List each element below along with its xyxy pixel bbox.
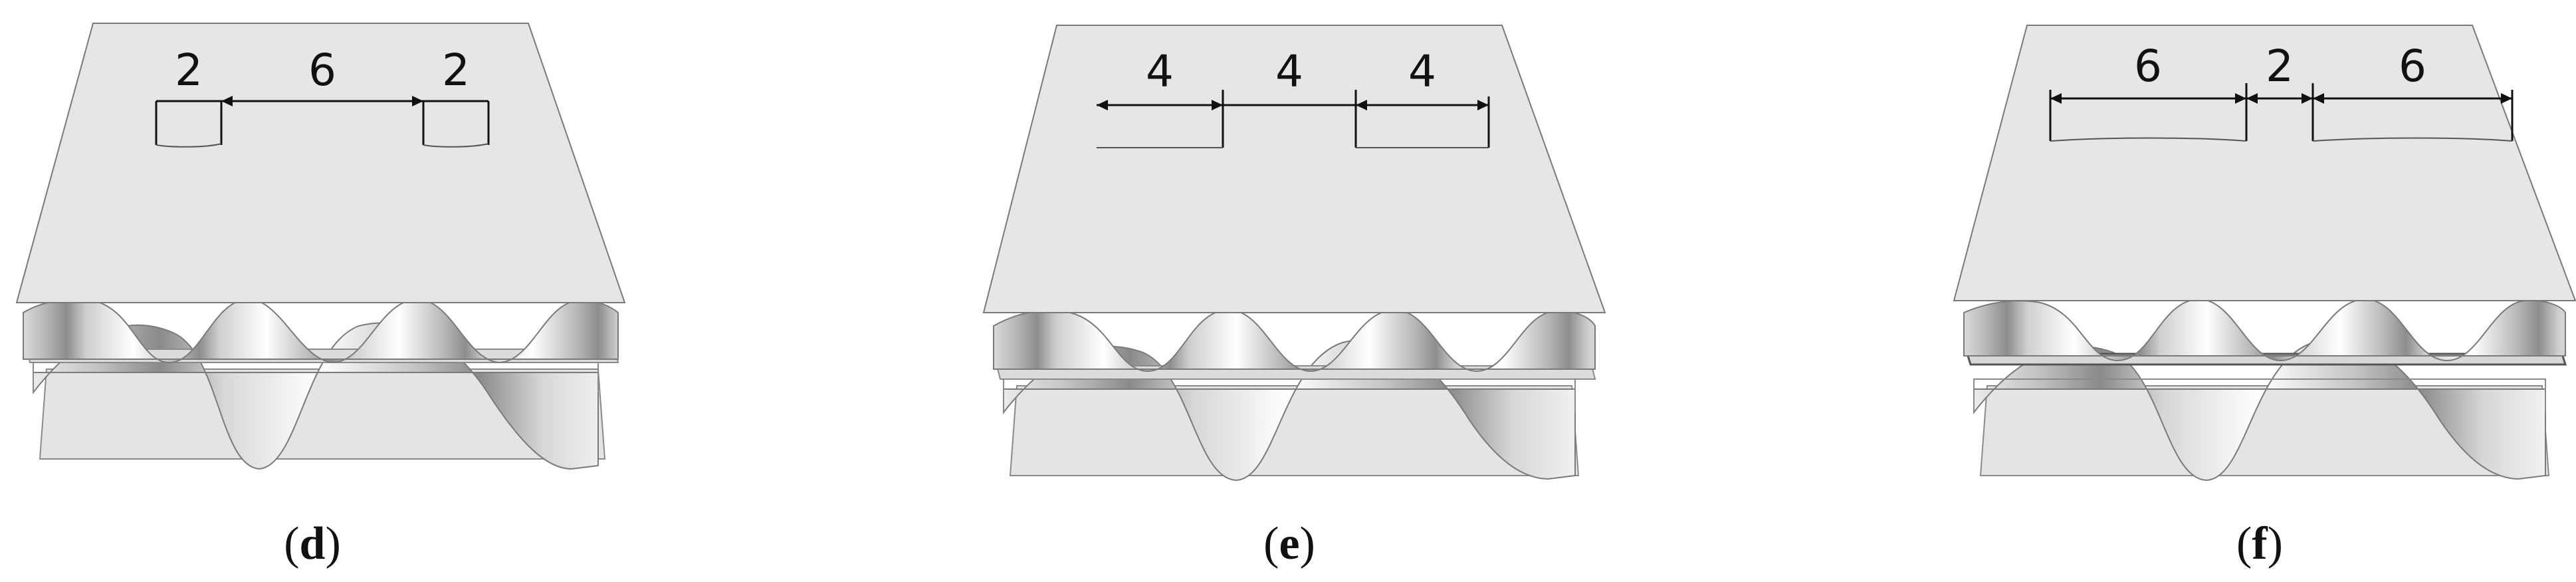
small-corrugation-layer bbox=[1963, 298, 2566, 362]
top-face-sheet bbox=[15, 23, 626, 303]
dimension-label-1: 6 bbox=[2134, 41, 2162, 92]
panel-caption: (f) bbox=[2236, 518, 2283, 569]
panel-caption: (e) bbox=[1263, 518, 1315, 569]
panel-e: 4 4 4 (e) bbox=[982, 25, 1606, 569]
panel-d: 2 6 2 (d) bbox=[15, 23, 626, 569]
dimension-label-2: 4 bbox=[1275, 46, 1303, 97]
dimension-label-1: 2 bbox=[175, 45, 203, 96]
dimension-annotation: 6 2 6 bbox=[2049, 41, 2514, 142]
panel-caption: (d) bbox=[284, 518, 341, 569]
small-corrugation-layer bbox=[23, 298, 619, 364]
top-face-sheet bbox=[1953, 25, 2576, 301]
dimension-label-3: 4 bbox=[1408, 46, 1436, 97]
top-face-sheet bbox=[982, 25, 1606, 313]
small-corrugation-layer bbox=[993, 309, 1596, 372]
dimension-label-3: 2 bbox=[442, 45, 470, 96]
dimension-annotation: 4 4 4 bbox=[1097, 46, 1490, 148]
dimension-label-2: 6 bbox=[308, 45, 336, 96]
dimension-label-2: 2 bbox=[2266, 41, 2294, 92]
dimension-label-3: 6 bbox=[2399, 41, 2426, 92]
bottom-face-sheet bbox=[1009, 385, 1580, 476]
large-corrugation-layer bbox=[1973, 339, 2546, 482]
panel-f: 6 2 6 (f) bbox=[1953, 25, 2576, 569]
dimension-annotation: 2 6 2 bbox=[155, 45, 490, 148]
bottom-face-sheet bbox=[1979, 385, 2550, 476]
dimension-label-1: 4 bbox=[1146, 46, 1174, 97]
